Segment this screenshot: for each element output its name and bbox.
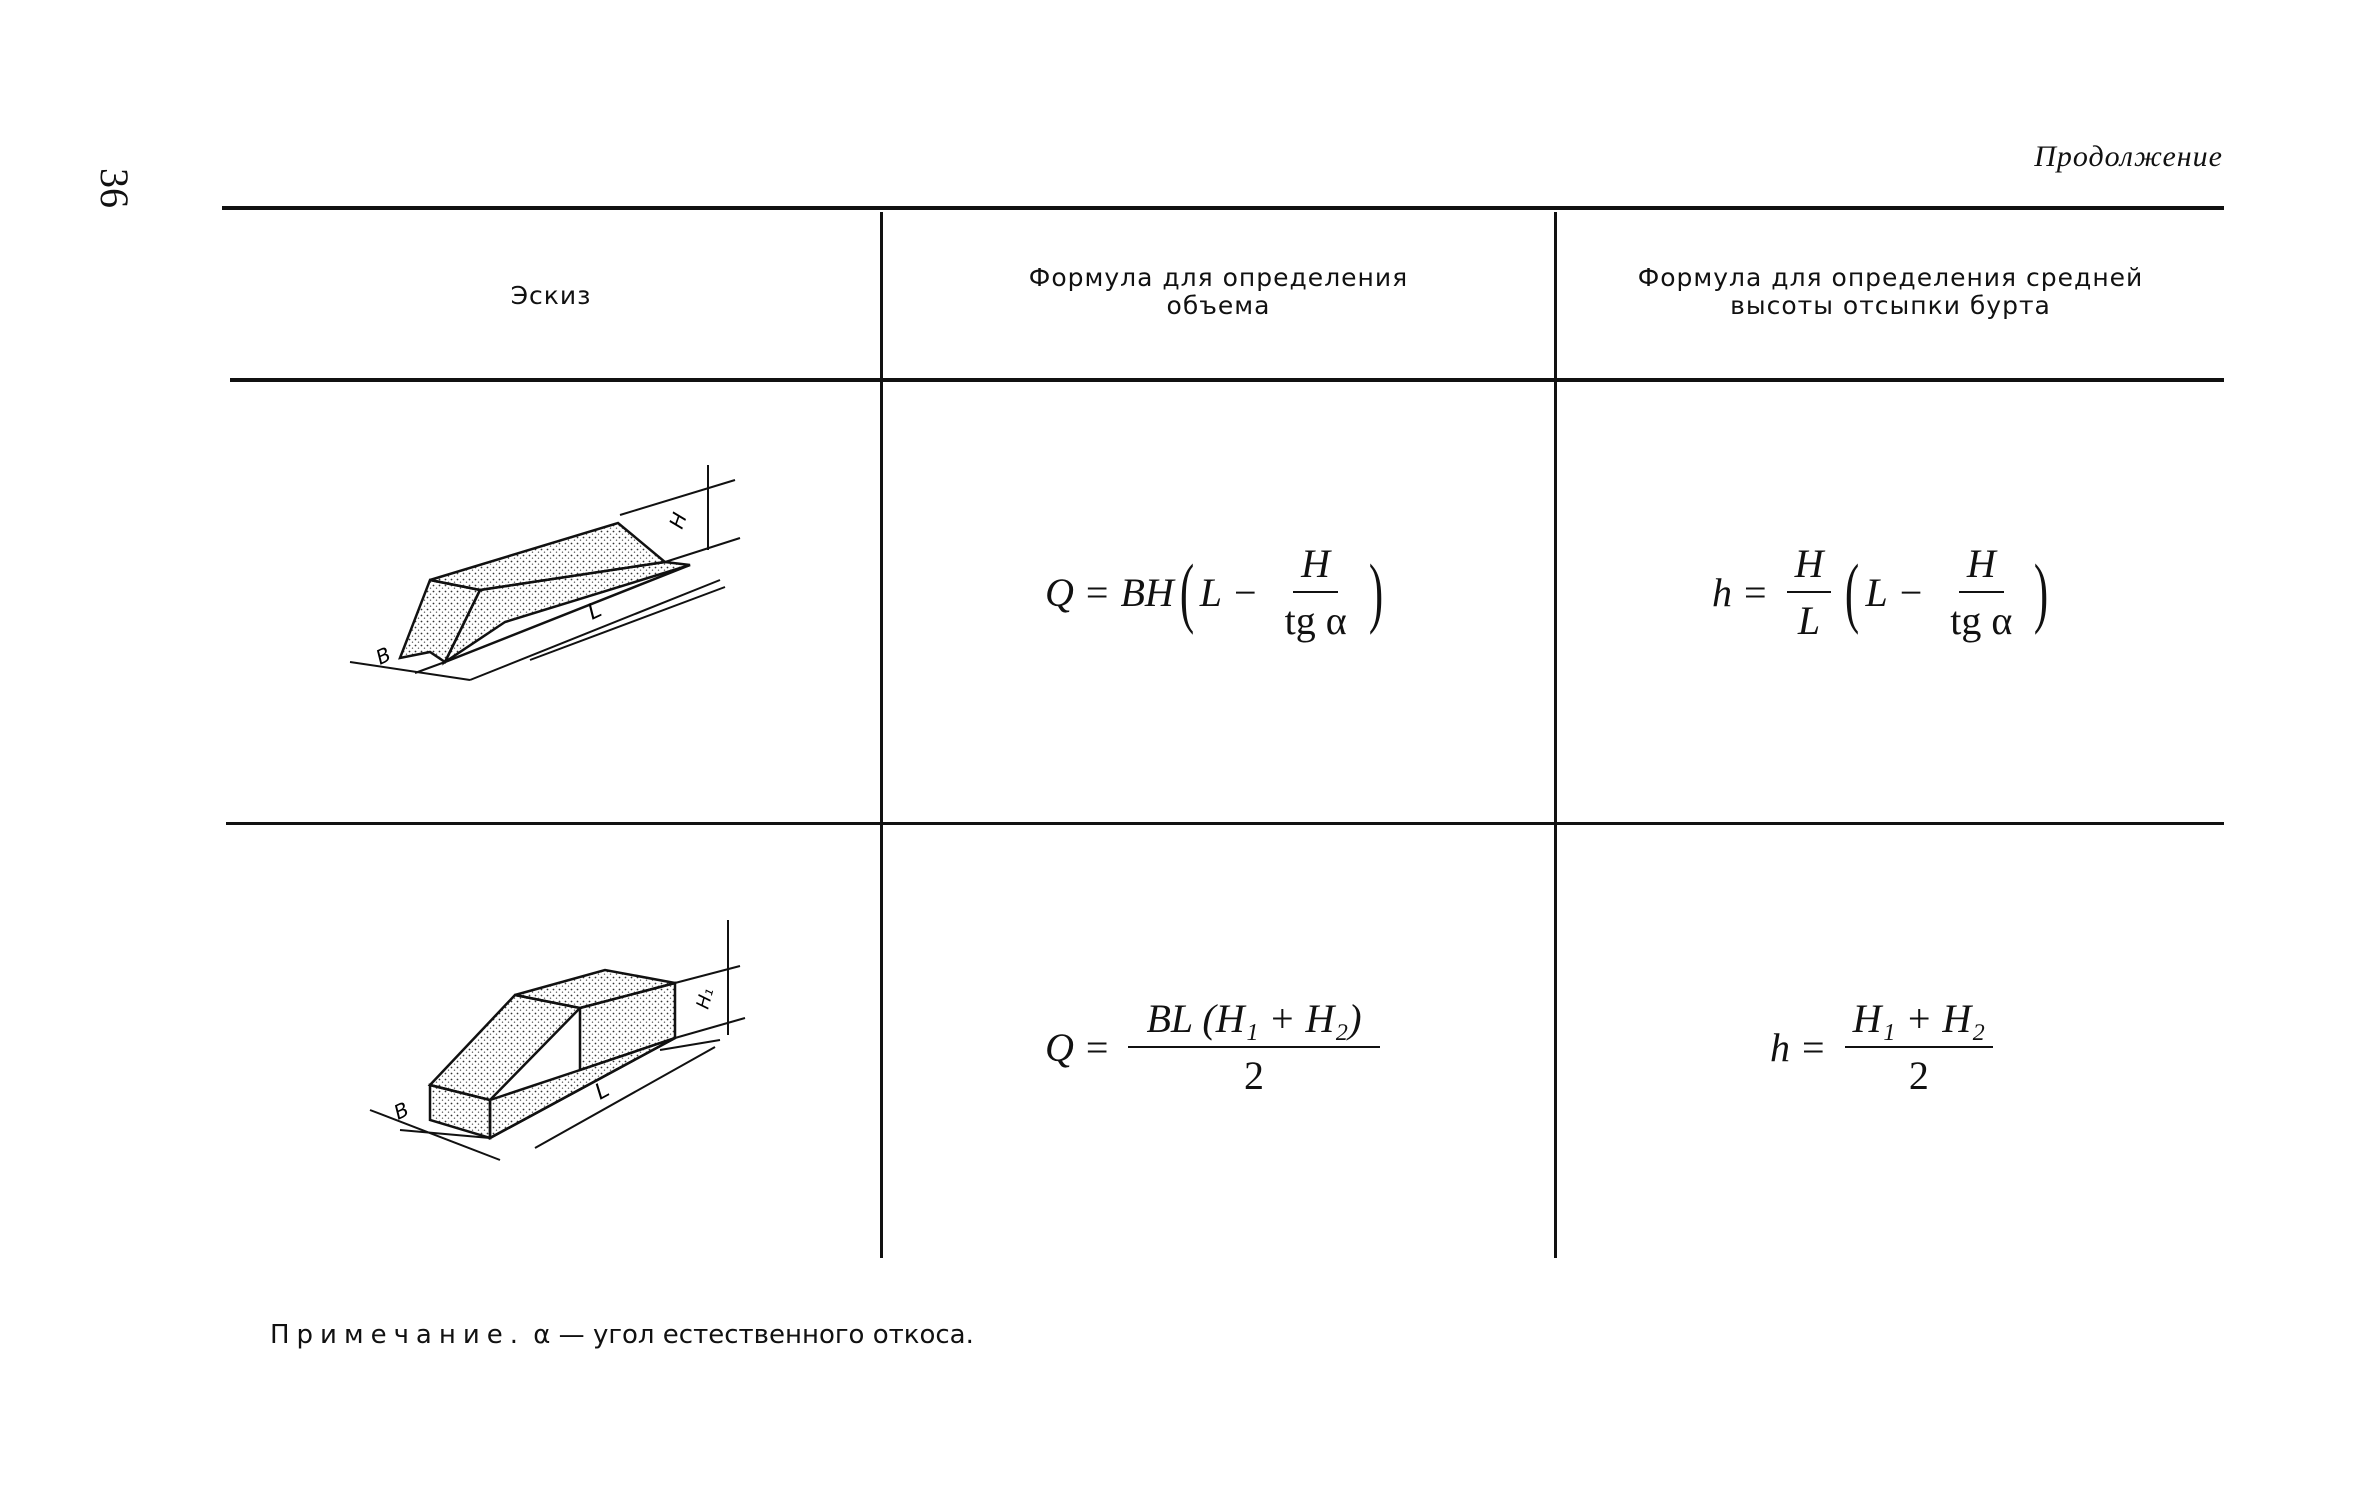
fraction-denominator: tg α — [1284, 598, 1347, 643]
sketch-2-label-h1: H₁ — [693, 986, 719, 1011]
page-number: 36 — [92, 168, 137, 208]
sketch-2-label-b: B — [390, 1097, 413, 1125]
inner-variable: L — [1199, 569, 1223, 615]
fraction: H₁ + H₂ 2 — [1844, 995, 1994, 1099]
q-symbol: Q — [1045, 1024, 1074, 1070]
row2-height-formula: h = H₁ + H₂ 2 — [1770, 995, 2001, 1099]
column-divider-1 — [880, 212, 883, 1258]
open-paren: ( — [1179, 548, 1194, 635]
note-label: Примечание. — [270, 1320, 526, 1350]
fraction-h-over-l: H L — [1786, 540, 1832, 644]
table-top-rule — [222, 206, 2224, 210]
stepped-pile-sketch: L B H₁ — [369, 920, 746, 1161]
q-symbol: Q — [1045, 569, 1074, 615]
fraction-numerator: BL (H₁ + H₂) — [1128, 995, 1380, 1048]
open-paren: ( — [1845, 548, 1860, 635]
equals-sign: = — [1085, 569, 1109, 615]
factor-bh: BH — [1120, 569, 1174, 615]
note-text: α — угол естественного откоса. — [533, 1320, 974, 1350]
fraction-denominator: L — [1797, 598, 1821, 643]
fraction-denominator: tg α — [1950, 598, 2013, 643]
h-symbol: h — [1770, 1024, 1790, 1070]
inner-variable: L — [1865, 569, 1888, 615]
table-note: Примечание. α — угол естественного откос… — [270, 1320, 974, 1350]
continuation-label: Продолжение — [2034, 140, 2223, 173]
row-divider-rule — [226, 822, 2224, 825]
fraction: BL (H₁ + H₂) 2 — [1128, 995, 1380, 1099]
row1-volume-formula: Q = BH ( L − H tg α ) — [1045, 540, 1389, 644]
fraction-numerator: H — [1786, 540, 1832, 593]
fraction-numerator: H — [1293, 540, 1339, 593]
fraction-denominator: 2 — [1908, 1053, 1929, 1098]
header-bottom-rule — [230, 378, 2224, 382]
header-sketch: Эскиз — [510, 281, 592, 310]
fraction: H tg α — [1277, 540, 1355, 644]
equals-sign: = — [1802, 1024, 1825, 1070]
fraction-numerator: H₁ + H₂ — [1844, 995, 1994, 1048]
equals-sign: = — [1085, 1024, 1109, 1070]
column-divider-2 — [1554, 212, 1557, 1258]
fraction: H tg α — [1942, 540, 2020, 644]
row2-volume-formula: Q = BL (H₁ + H₂) 2 — [1045, 995, 1388, 1099]
equals-sign: = — [1744, 569, 1767, 615]
sketch-1-label-h: H — [664, 509, 692, 531]
h-symbol: h — [1712, 569, 1732, 615]
close-paren: ) — [2034, 548, 2049, 635]
sketch-2-label-l: L — [591, 1077, 614, 1105]
row1-height-formula: h = H L ( L − H tg α ) — [1712, 540, 2054, 644]
trapezoid-pile-sketch: L B H — [349, 465, 741, 681]
close-paren: ) — [1368, 548, 1383, 635]
minus-sign: − — [1234, 569, 1257, 615]
header-height-formula: Формула для определения средней высоты о… — [1637, 263, 2144, 320]
minus-sign: − — [1899, 569, 1923, 615]
fraction-numerator: H — [1958, 540, 2004, 593]
sketch-1-label-l: L — [584, 598, 606, 626]
fraction-denominator: 2 — [1244, 1053, 1265, 1098]
header-volume-formula: Формула для определения объема — [1028, 263, 1409, 320]
